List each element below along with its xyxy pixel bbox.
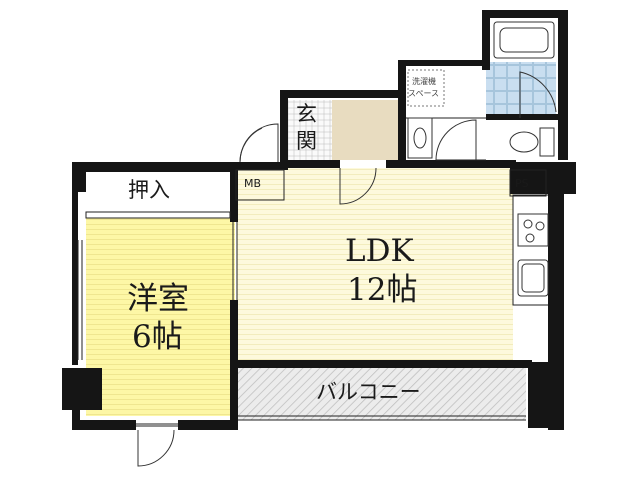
kitchen-sink (517, 259, 549, 297)
closet-floor (86, 172, 235, 218)
balcony-label: バルコニー (316, 380, 421, 404)
laundry-label-2: スペース (408, 89, 440, 98)
mb-label: MB (244, 177, 262, 190)
ldk-size: 12帖 (347, 272, 418, 308)
western-room-size: 6帖 (132, 319, 183, 355)
ldk-label: LDK (345, 233, 414, 269)
entrance-label-2: 関 (296, 129, 317, 153)
entrance-floor (332, 100, 398, 160)
toilet (509, 127, 555, 157)
kitchen-counter (512, 194, 554, 306)
stove (517, 213, 549, 247)
thin-lines (77, 117, 547, 427)
bathtub (493, 21, 555, 59)
doors (137, 71, 557, 467)
western-room-floor (86, 218, 235, 416)
laundry-label-1: 洗濯機 (412, 77, 436, 86)
western-room-label: 洋室 (127, 281, 189, 317)
walls (62, 10, 576, 430)
closet-label: 押入 (128, 178, 170, 202)
bathroom-floor (486, 62, 556, 118)
balcony-floor (237, 368, 526, 420)
laundry-space-box (407, 69, 445, 107)
ps-label: PS (515, 177, 529, 190)
entrance-step (288, 100, 332, 160)
washbasin (407, 117, 433, 159)
entrance-label-1: 玄 (296, 102, 317, 126)
